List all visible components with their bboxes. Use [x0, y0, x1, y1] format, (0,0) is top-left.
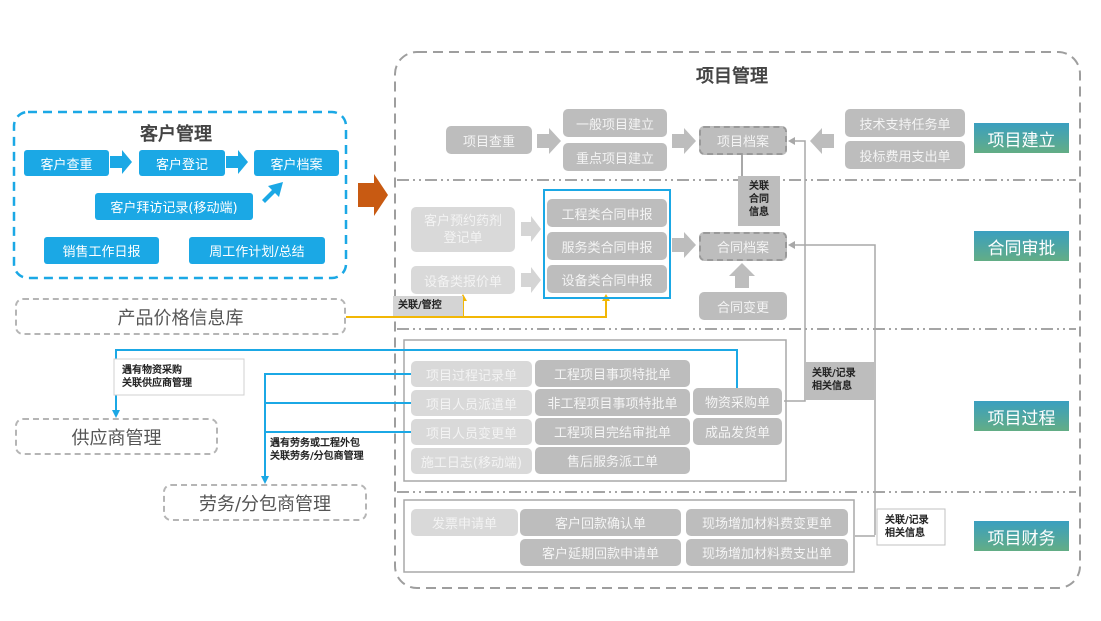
tech-support-box[interactable]: 技术支持任务单 — [845, 109, 965, 137]
orange-arrow-icon — [358, 174, 388, 216]
contract-info-note-bg — [738, 176, 780, 226]
supplier-note-line2: 关联供应商管理 — [122, 378, 192, 389]
contract-archive-box[interactable]: 合同档案 — [699, 232, 787, 261]
eng-contract-box[interactable]: 工程类合同申报 — [547, 199, 667, 227]
payment-confirm-box[interactable]: 客户回款确认单 — [520, 509, 681, 536]
line-to-labor — [264, 373, 412, 478]
supplier-mgmt-box[interactable]: 供应商管理 — [15, 418, 218, 455]
record-note2-line2: 相关信息 — [885, 528, 925, 539]
quote-box[interactable]: 设备类报价单 — [411, 266, 515, 294]
arrow-right-icon — [672, 128, 696, 154]
key-project-box[interactable]: 重点项目建立 — [563, 143, 667, 171]
staff-dispatch-box[interactable]: 项目人员派遣单 — [411, 390, 532, 416]
record-note1-bg — [804, 362, 874, 400]
record-note1-line2: 相关信息 — [812, 381, 852, 392]
stage-process: 项目过程 — [974, 401, 1069, 431]
customer-archive-box[interactable]: 客户档案 — [254, 150, 339, 176]
after-sales-box[interactable]: 售后服务派工单 — [535, 447, 690, 474]
stage-setup: 项目建立 — [974, 123, 1069, 153]
arrow-right-icon — [521, 267, 541, 293]
labor-mgmt-box[interactable]: 劳务/分包商管理 — [163, 484, 367, 521]
bid-cost-box[interactable]: 投标费用支出单 — [845, 141, 965, 169]
material-purchase-box[interactable]: 物资采购单 — [693, 388, 782, 415]
stage-finance: 项目财务 — [974, 521, 1069, 551]
customer-mgmt-border — [12, 110, 348, 280]
contract-group-border — [543, 189, 671, 299]
stage-contract: 合同审批 — [974, 231, 1069, 261]
invoice-box[interactable]: 发票申请单 — [411, 509, 518, 536]
customer-mgmt-title: 客户管理 — [140, 124, 212, 145]
general-project-box[interactable]: 一般项目建立 — [563, 109, 667, 137]
arrow-right-icon — [672, 232, 696, 258]
project-mgmt-title: 项目管理 — [696, 66, 768, 87]
service-contract-box[interactable]: 服务类合同申报 — [547, 232, 667, 260]
customer-check-box[interactable]: 客户查重 — [24, 150, 109, 176]
labor-note-line1: 遇有劳务或工程外包 — [270, 438, 360, 449]
material-change-box[interactable]: 现场增加材料费变更单 — [686, 509, 848, 536]
eng-completion-box[interactable]: 工程项目完结审批单 — [535, 418, 690, 445]
non-eng-special-box[interactable]: 非工程项目事项特批单 — [535, 389, 690, 416]
staff-change-box[interactable]: 项目人员变更单 — [411, 419, 532, 445]
finance-container — [403, 499, 855, 573]
payment-delay-box[interactable]: 客户延期回款申请单 — [520, 539, 681, 566]
line-price-control — [346, 298, 607, 318]
weekly-plan-box[interactable]: 周工作计划/总结 — [189, 237, 325, 264]
control-note-bg — [393, 296, 463, 316]
process-container — [403, 339, 787, 482]
customer-register-box[interactable]: 客户登记 — [139, 150, 225, 176]
product-shipping-box[interactable]: 成品发货单 — [693, 418, 782, 445]
customer-visit-box[interactable]: 客户拜访记录(移动端) — [95, 193, 253, 220]
line-finance-to-contract-archive — [790, 244, 876, 535]
eng-special-box[interactable]: 工程项目事项特批单 — [535, 360, 690, 387]
arrow-right-icon — [521, 216, 541, 242]
equip-contract-box[interactable]: 设备类合同申报 — [547, 265, 667, 293]
project-check-box[interactable]: 项目查重 — [446, 126, 532, 154]
reservation-line1: 客户预约药剂 — [423, 213, 502, 229]
arrow-right-icon — [537, 128, 561, 154]
arrow-right-icon — [110, 150, 132, 174]
arrow-left-icon — [810, 128, 834, 154]
material-expense-box[interactable]: 现场增加材料费支出单 — [686, 539, 848, 566]
contract-change-box[interactable]: 合同变更 — [699, 292, 787, 320]
record-note1-line1: 关联/记录 — [812, 368, 856, 379]
project-archive-box[interactable]: 项目档案 — [699, 126, 787, 155]
control-note: 关联/管控 — [398, 300, 442, 311]
product-price-db[interactable]: 产品价格信息库 — [15, 298, 346, 335]
contract-info-note: 关联合同信息 — [749, 181, 769, 218]
labor-note-line2: 关联劳务/分包商管理 — [270, 451, 364, 462]
process-record-box[interactable]: 项目过程记录单 — [411, 361, 532, 387]
reservation-line2: 登记单 — [443, 230, 483, 246]
construction-log-box[interactable]: 施工日志(移动端) — [411, 448, 532, 474]
arrow-diag-icon — [262, 182, 283, 203]
record-note2-line1: 关联/记录 — [885, 515, 929, 526]
reservation-box[interactable]: 客户预约药剂 登记单 — [411, 207, 515, 252]
supplier-note-line1: 遇有物资采购 — [122, 365, 182, 376]
arrow-up-icon — [729, 263, 755, 288]
sales-daily-box[interactable]: 销售工作日报 — [44, 237, 159, 264]
arrow-right-icon — [226, 150, 248, 174]
project-mgmt-border — [394, 51, 1081, 589]
